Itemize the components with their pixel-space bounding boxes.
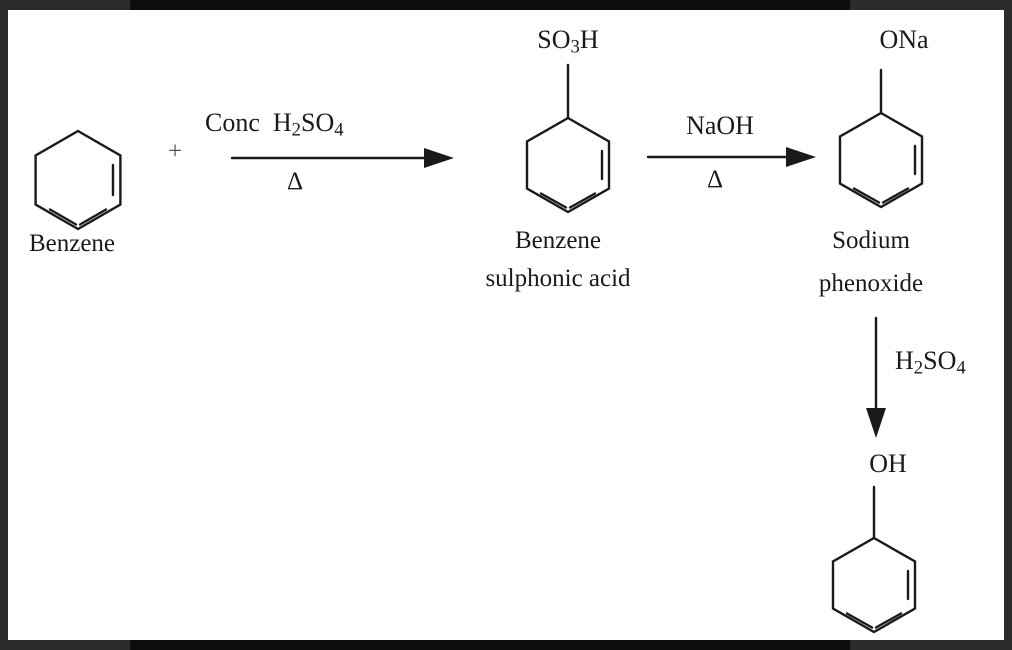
- step3-reagent-so-sub: 4: [956, 357, 966, 379]
- so3h-so: SO: [537, 25, 571, 54]
- so3h-h: H: [579, 25, 599, 54]
- sulphonic-acid-name-line2: sulphonic acid: [485, 265, 631, 292]
- reaction-arrow-2: [646, 147, 816, 167]
- benzene-ring: [34, 129, 122, 231]
- step1-reagent-so: SO: [301, 108, 335, 137]
- step3-reagent: H2SO4: [895, 346, 966, 379]
- phenoxide-name-line2: phenoxide: [818, 270, 924, 297]
- step1-heat-symbol: Δ: [287, 168, 304, 195]
- step1-reagent-prefix: Conc: [205, 108, 260, 137]
- phenoxide-ring: [838, 68, 924, 209]
- step2-heat-symbol: Δ: [707, 166, 724, 193]
- step2-reagent: NaOH: [686, 111, 754, 140]
- phenoxide-name-line1: Sodium: [832, 227, 910, 254]
- step1-reagent: Conc H2SO4: [205, 108, 344, 141]
- sulphonic-acid-ring: [525, 63, 611, 214]
- step3-reagent-h-sub: 2: [913, 357, 924, 379]
- structure-drawings: [34, 63, 924, 634]
- step1-reagent-h-sub: 2: [291, 119, 302, 141]
- plus-sign: +: [168, 138, 183, 165]
- step1-reagent-h: H: [272, 108, 292, 137]
- reaction-arrow-3: [866, 316, 886, 438]
- benzene-label: Benzene: [28, 230, 116, 257]
- sulphonic-acid-group: SO3H: [537, 24, 599, 58]
- phenoxide-group: ONa: [879, 25, 929, 54]
- reaction-arrow-1: [230, 148, 454, 168]
- sulphonic-acid-name-line1: Benzene: [514, 227, 602, 254]
- phenol-group: OH: [869, 449, 907, 478]
- step3-reagent-so: SO: [923, 346, 957, 375]
- step1-reagent-so-sub: 4: [334, 119, 344, 141]
- step3-reagent-h: H: [895, 346, 914, 375]
- reaction-scheme-panel: Benzene + Conc H2SO4 Δ SO3H Benzene sulp…: [8, 10, 1004, 640]
- phenol-ring: [831, 485, 917, 634]
- so3h-sub: 3: [570, 36, 580, 58]
- frame-shadow-bottom: [130, 638, 850, 650]
- frame-shadow-top: [130, 0, 850, 12]
